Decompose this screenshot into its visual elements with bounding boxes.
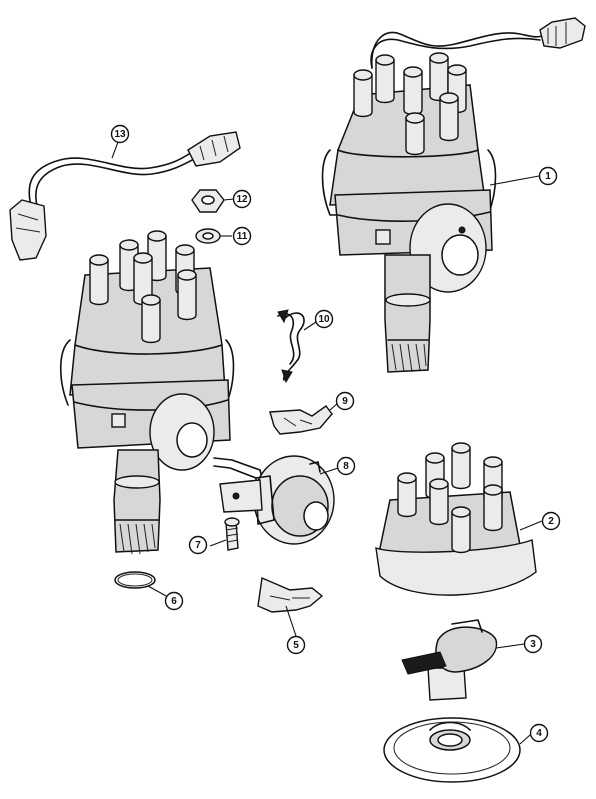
retaining-clip <box>277 309 305 384</box>
bracket <box>269 405 333 435</box>
lead-wire <box>9 131 241 261</box>
callout-number: 2 <box>548 516 554 527</box>
callout-circle <box>538 166 558 186</box>
callout-4: 4 <box>529 723 549 743</box>
screw <box>224 517 240 551</box>
leader-lines <box>111 141 543 745</box>
callout-number: 4 <box>536 728 542 739</box>
rotor <box>401 619 498 701</box>
callout-2: 2 <box>541 511 561 531</box>
callout-3: 3 <box>523 634 543 654</box>
callout-6: 6 <box>164 591 184 611</box>
callout-circle <box>523 634 543 654</box>
callout-number: 11 <box>237 231 248 242</box>
callout-circle <box>529 723 549 743</box>
distributor-body-exploded <box>59 230 235 555</box>
callout-circle <box>335 391 355 411</box>
callout-circle <box>110 124 130 144</box>
callout-7: 7 <box>188 535 208 555</box>
callout-number: 13 <box>114 129 126 140</box>
callout-circle <box>188 535 208 555</box>
vacuum-unit <box>213 455 335 545</box>
washer <box>195 228 221 244</box>
callout-number: 7 <box>195 540 201 551</box>
callout-circle <box>164 591 184 611</box>
o-ring <box>114 571 156 589</box>
callout-number: 10 <box>318 314 330 325</box>
callout-circle <box>232 226 252 246</box>
callout-circle <box>232 189 252 209</box>
callout-number: 9 <box>342 396 348 407</box>
callout-circle <box>286 635 306 655</box>
dust-shield <box>383 717 521 783</box>
callout-number: 5 <box>293 640 299 651</box>
callout-10: 10 <box>314 309 334 329</box>
callout-number: 6 <box>171 596 177 607</box>
callout-1: 1 <box>538 166 558 186</box>
callout-12: 12 <box>232 189 252 209</box>
callout-11: 11 <box>232 226 252 246</box>
callout-circle <box>336 456 356 476</box>
callout-8: 8 <box>336 456 356 476</box>
callout-number: 3 <box>530 639 536 650</box>
mounting-bracket <box>257 576 324 613</box>
nut <box>191 189 225 213</box>
callout-13: 13 <box>110 124 130 144</box>
callout-number: 8 <box>343 461 349 472</box>
distributor-cap <box>375 442 537 596</box>
callout-9: 9 <box>335 391 355 411</box>
distributor-assembled <box>321 17 586 373</box>
callout-5: 5 <box>286 635 306 655</box>
callout-circle <box>541 511 561 531</box>
callout-number: 1 <box>545 171 551 182</box>
callout-circle <box>314 309 334 329</box>
callout-number: 12 <box>236 194 248 205</box>
